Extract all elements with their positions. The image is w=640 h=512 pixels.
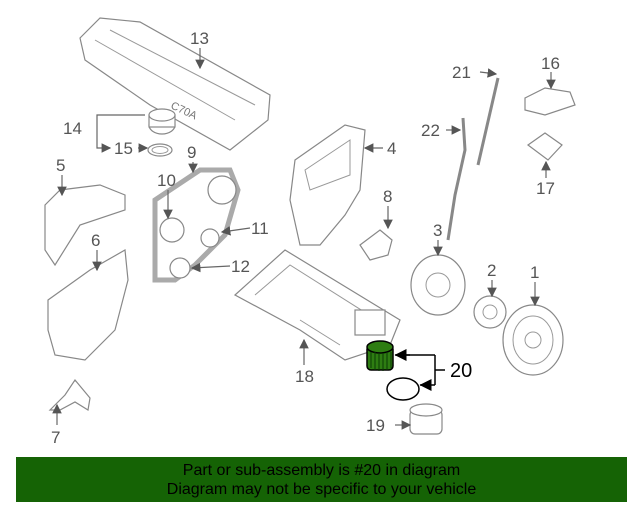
part-4-inner-cover[interactable] (289, 124, 366, 246)
callout-20: 20 (450, 360, 472, 382)
part-2-gear[interactable] (473, 295, 507, 329)
part-19-filter-cap[interactable] (409, 403, 443, 435)
callout-22: 22 (421, 121, 440, 140)
part-13-engine-cover[interactable]: C70A (79, 17, 271, 151)
callout-6: 6 (91, 231, 100, 250)
callout-3: 3 (433, 221, 442, 240)
callout-13: 13 (190, 29, 209, 48)
callout-2: 2 (487, 261, 496, 280)
part-7-bracket[interactable] (48, 378, 91, 411)
part-10-pulley[interactable] (159, 217, 185, 243)
callout-7: 7 (51, 428, 60, 447)
part-16-sensor[interactable] (524, 87, 576, 116)
callout-5: 5 (56, 156, 65, 175)
callout-11: 11 (251, 219, 269, 238)
banner-line-1: Part or sub-assembly is #20 in diagram (182, 462, 461, 479)
part-11-idler[interactable] (200, 228, 220, 248)
callout-19: 19 (366, 416, 385, 435)
callout-1: 1 (530, 263, 539, 282)
part-14-oil-cap[interactable] (148, 108, 176, 135)
callout-12: 12 (231, 257, 250, 276)
callout-10: 10 (157, 171, 176, 190)
part-3-oil-pump[interactable] (410, 254, 466, 316)
callout-21: 21 (452, 63, 471, 82)
part-5-timing-cover[interactable] (44, 184, 126, 267)
callout-17: 17 (536, 179, 555, 198)
part-15-seal[interactable] (147, 143, 173, 157)
part-12-tensioner[interactable] (169, 257, 191, 279)
banner-line-2: Diagram may not be specific to your vehi… (166, 481, 477, 498)
part-20-oil-filter[interactable] (366, 340, 394, 371)
part-1-crank-pulley[interactable] (502, 304, 564, 376)
callout-4: 4 (387, 139, 396, 158)
callout-9: 9 (187, 143, 196, 162)
part-21-dipstick[interactable] (476, 77, 500, 166)
part-8-bracket[interactable] (359, 229, 393, 261)
callout-15: 15 (114, 139, 133, 158)
part-22-dipstick-tube[interactable] (446, 117, 467, 241)
callout-16: 16 (541, 54, 560, 73)
parts-diagram: C70A (44, 17, 576, 447)
part-17-plate[interactable] (526, 132, 563, 161)
part-info-banner: Part or sub-assembly is #20 in diagram D… (16, 457, 627, 502)
callout-8: 8 (383, 187, 392, 206)
part-20-o-ring[interactable] (386, 377, 420, 401)
callout-18: 18 (295, 367, 314, 386)
callout-14: 14 (63, 119, 82, 138)
part-6-timing-cover-lower[interactable] (47, 249, 129, 361)
